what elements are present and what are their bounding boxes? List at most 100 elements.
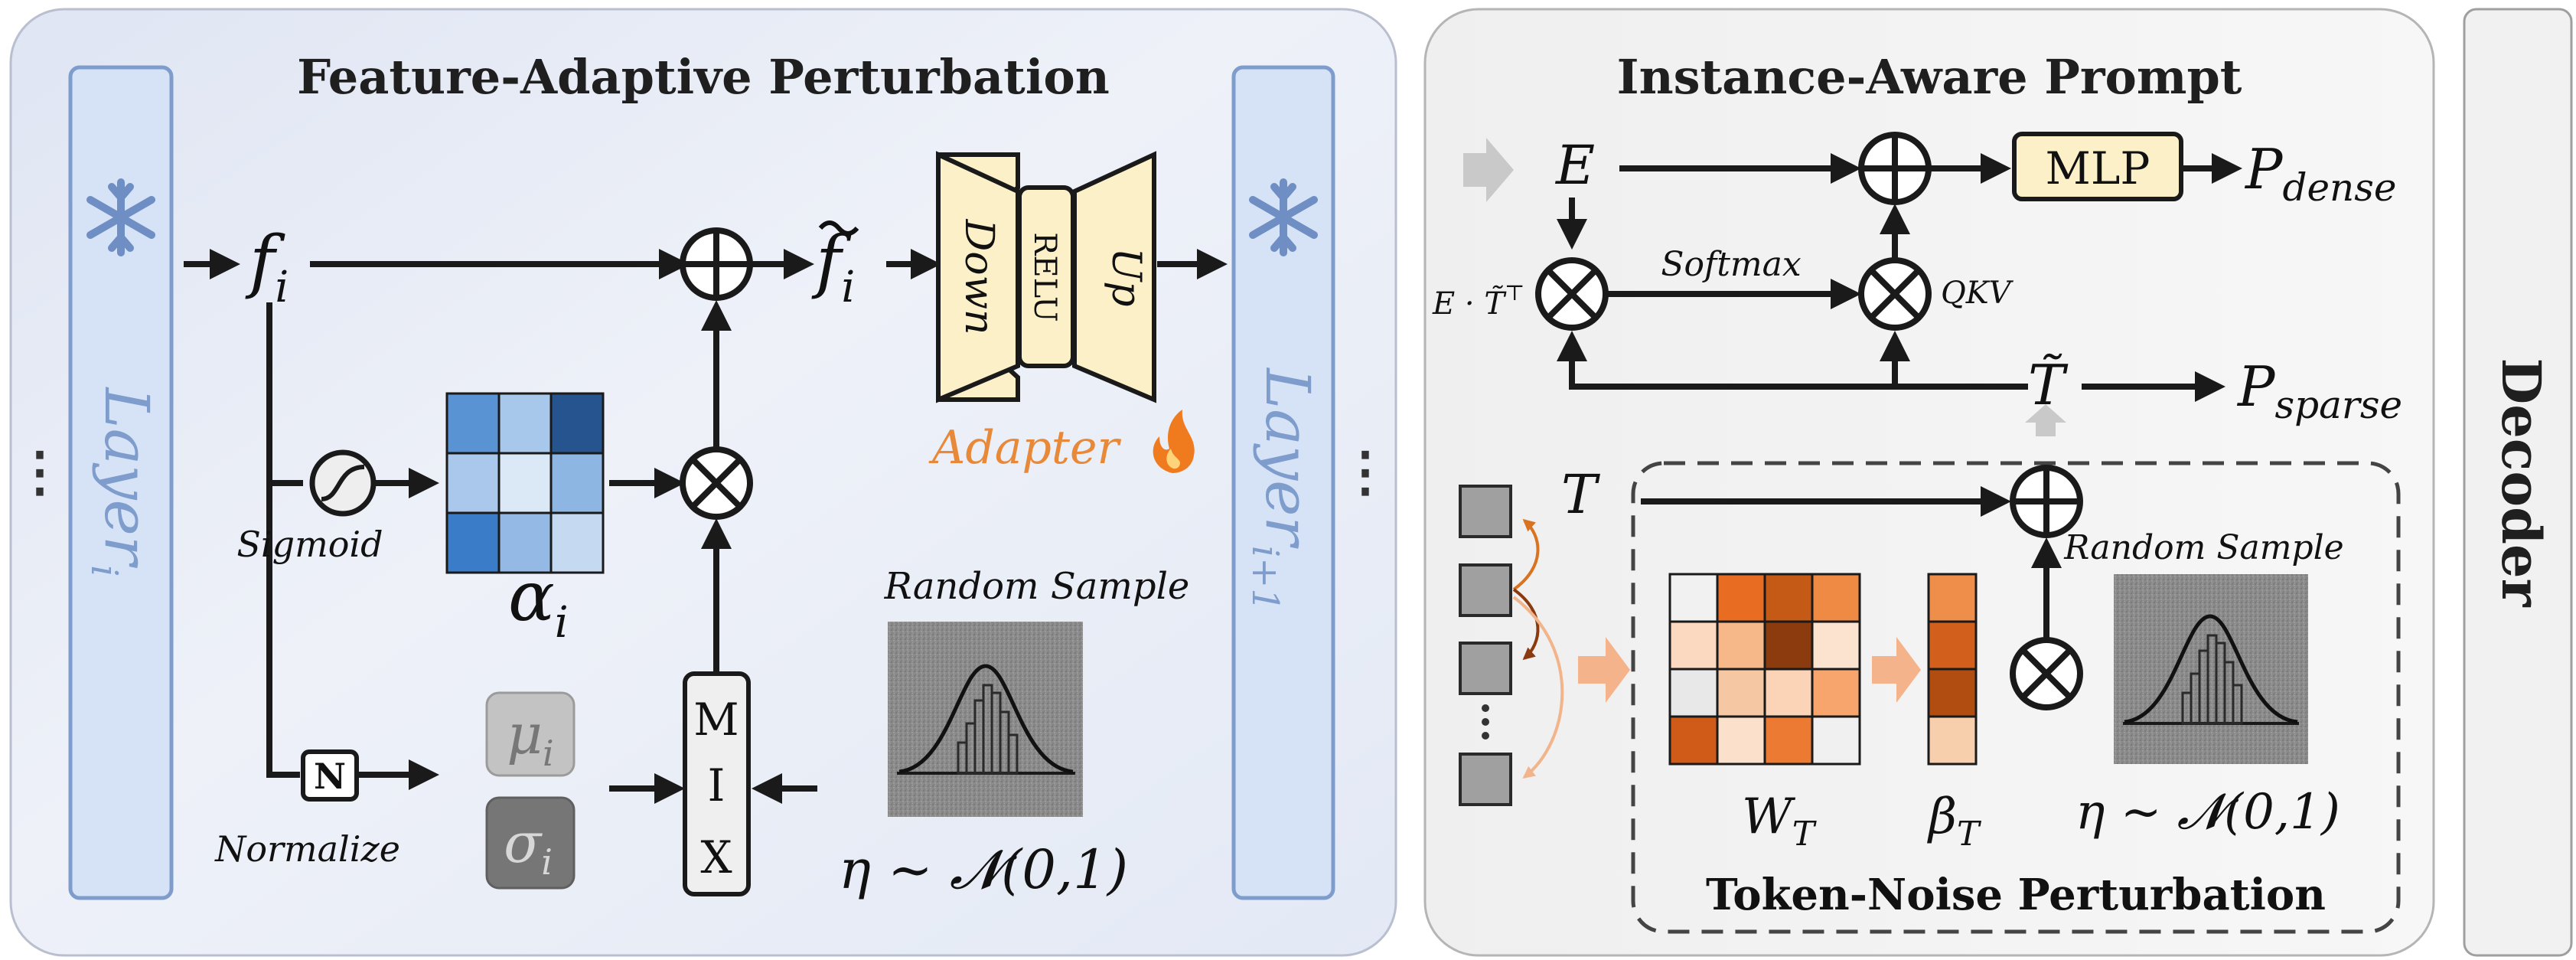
token-square — [1459, 642, 1512, 695]
p-dense-label: Pdense — [2244, 137, 2397, 210]
wt-label: WT — [1742, 789, 1818, 854]
orange-block-arrow-icon — [1578, 637, 1630, 703]
mix-block: M I X — [683, 671, 751, 896]
beta-cell — [1927, 620, 1978, 671]
normalize-box-label: N — [314, 756, 346, 797]
right-random-sample-label: Random Sample — [2063, 528, 2343, 567]
svg-text:T̃: T̃ — [2028, 353, 2069, 417]
t-label: T — [1561, 463, 1600, 526]
e-t-transpose-label: E · T̃⊤ — [1432, 280, 1524, 322]
wt-grid-cell — [1668, 573, 1719, 623]
right-eta-equation: η ~ 𝓝(0,1) — [2075, 784, 2340, 841]
branch-line — [266, 302, 300, 778]
alpha-grid-cell — [497, 452, 553, 514]
alpha-grid-cell — [549, 452, 605, 514]
token-square — [1459, 753, 1512, 806]
adapter-up-label: Up — [1103, 247, 1149, 306]
up-block-arrow-icon — [2025, 404, 2066, 436]
wt-grid-cell — [1763, 668, 1814, 718]
wt-grid-cell — [1811, 620, 1861, 671]
wt-grid-cell — [1668, 715, 1719, 766]
normalize-label: Normalize — [214, 828, 400, 870]
layer-i-label: Layeri — [83, 387, 162, 577]
left-gaussian-sample-image — [888, 622, 1083, 817]
input-block-arrow-icon — [1463, 138, 1514, 202]
mu-box: μi — [485, 691, 576, 777]
decoder-block: Decoder — [2463, 8, 2573, 957]
adapter-block: Down RELU Up — [936, 151, 1156, 403]
alpha-grid-cell — [445, 511, 501, 574]
qkv-multiply-node — [1858, 257, 1932, 331]
prompt-add-node — [1858, 132, 1932, 205]
wt-grid-cell — [1716, 668, 1766, 718]
multiply-node — [680, 446, 753, 520]
softmax-label: Softmax — [1661, 245, 1802, 284]
flame-icon — [1153, 410, 1195, 473]
adapter-relu-label: RELU — [1027, 232, 1062, 322]
wt-grid-cell — [1763, 620, 1814, 671]
token-add-node — [2010, 465, 2083, 538]
adapter-down-label: Down — [956, 219, 1002, 335]
similarity-multiply-node — [1535, 257, 1609, 331]
sigmoid-curve-icon — [321, 465, 365, 501]
sigma-label: σi — [504, 811, 553, 883]
layer-i-plus-1-block: Layeri+1 — [1231, 65, 1335, 900]
token-multiply-node — [2010, 637, 2083, 710]
token-square — [1459, 485, 1512, 538]
mix-letter-x: X — [700, 831, 732, 883]
layer-i-block: Layeri — [68, 65, 174, 900]
mu-label: μi — [507, 702, 554, 774]
alpha-grid-cell — [445, 452, 501, 514]
beta-cell — [1927, 668, 1978, 718]
alpha-grid-cell — [549, 392, 605, 455]
wt-grid-cell — [1763, 715, 1814, 766]
wt-grid-cell — [1716, 715, 1766, 766]
beta-cell — [1927, 573, 1978, 623]
left-eta-equation: η ~ 𝓝(0,1) — [839, 838, 1128, 901]
right-panel-title: Instance-Aware Prompt — [1617, 49, 2242, 105]
adapter-label: Adapter — [928, 421, 1122, 475]
beta-label: βT — [1927, 789, 1982, 854]
e-label: E — [1554, 134, 1595, 197]
wt-grid-cell — [1716, 573, 1766, 623]
token-square — [1459, 563, 1512, 617]
wt-grid-cell — [1763, 573, 1814, 623]
mlp-block: MLP — [2012, 132, 2183, 201]
left-random-sample-label: Random Sample — [884, 565, 1190, 608]
right-ellipsis: ⋮ — [1339, 443, 1392, 502]
wt-grid-cell — [1668, 620, 1719, 671]
alpha-grid-cell — [497, 392, 553, 455]
adapter-up-trapezoid — [1072, 151, 1156, 403]
wt-grid-cell — [1716, 620, 1766, 671]
token-noise-perturbation-box — [1631, 461, 2401, 934]
t-tilde-label: T̃ — [2028, 353, 2069, 417]
snowflake-icon — [1249, 178, 1318, 256]
wt-grid — [1668, 573, 1861, 766]
p-sparse-label: Psparse — [2236, 354, 2402, 427]
add-node — [680, 227, 753, 301]
beta-cell — [1927, 715, 1978, 766]
wt-grid-cell — [1811, 573, 1861, 623]
mix-letter-i: I — [708, 759, 726, 811]
wt-grid-cell — [1811, 668, 1861, 718]
f-tilde-label: fi — [811, 220, 859, 312]
snowflake-icon — [86, 178, 155, 256]
token-stack — [1459, 485, 1564, 806]
orange-block-arrow-icon — [1872, 637, 1921, 703]
left-ellipsis: ⋮ — [13, 443, 67, 502]
sigma-box: σi — [485, 796, 576, 890]
left-panel-title: Feature-Adaptive Perturbation — [297, 49, 1110, 105]
beta-column — [1927, 573, 1978, 766]
alpha-grid — [445, 392, 605, 574]
alpha-grid-cell — [497, 511, 553, 574]
wt-grid-cell — [1668, 668, 1719, 718]
wt-grid-cell — [1811, 715, 1861, 766]
decoder-label: Decoder — [2490, 358, 2553, 608]
qkv-label: QKV — [1941, 276, 2014, 311]
alpha-grid-cell — [549, 511, 605, 574]
mlp-label: MLP — [2046, 142, 2150, 194]
alpha-i-label: αi — [508, 557, 569, 648]
feature-adaptive-perturbation-panel: Feature-Adaptive Perturbation ⋮ ⋮ Layeri — [9, 8, 1397, 957]
mix-letter-m: M — [693, 694, 739, 746]
